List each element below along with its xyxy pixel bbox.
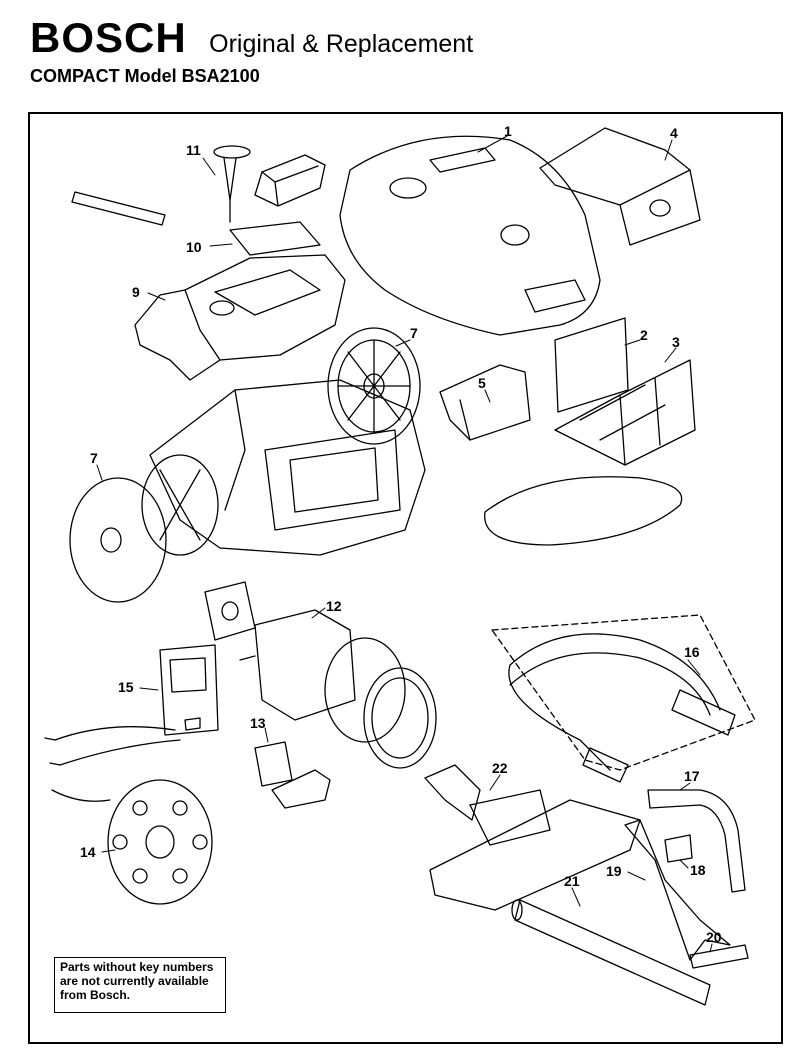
part-3-grid	[554, 359, 696, 466]
brand-logo: BOSCH	[30, 14, 187, 61]
callout-16: 16	[684, 644, 700, 660]
callout-19: 19	[606, 863, 622, 879]
part-gasket	[484, 476, 683, 546]
part-9-cover	[134, 254, 346, 381]
part-tray	[254, 154, 326, 207]
callout-3: 3	[672, 334, 680, 350]
callout-7-left: 7	[90, 450, 98, 466]
diagram-frame	[28, 112, 783, 1044]
header: BOSCH Original & Replacement	[30, 14, 473, 62]
part-12-motor	[239, 609, 437, 769]
part-14-cord-reel	[51, 779, 213, 905]
part-4-bag	[539, 127, 701, 246]
part-7-wheel-left	[69, 454, 219, 603]
callout-4: 4	[670, 125, 678, 141]
note-line-1: Parts without key numbers	[60, 960, 214, 974]
callout-1: 1	[504, 123, 512, 139]
callout-labels: 1 4 2 3 5 7 7 9 10 11 12 13 14 15 16 17 …	[80, 123, 722, 945]
part-strip	[71, 191, 166, 226]
part-15-switch	[44, 644, 219, 766]
note-line-2: are not currently available	[60, 974, 209, 988]
part-5-bracket	[439, 364, 531, 441]
part-22-floor-nozzle	[424, 764, 641, 911]
callout-14: 14	[80, 844, 96, 860]
part-13-latch	[254, 741, 331, 809]
callout-10: 10	[186, 239, 202, 255]
leader-lines	[96, 135, 713, 953]
callout-15: 15	[118, 679, 134, 695]
callout-20: 20	[706, 929, 722, 945]
callout-12: 12	[326, 598, 342, 614]
callout-17: 17	[684, 768, 700, 784]
part-plate	[204, 581, 256, 641]
part-19-crevice-tool	[624, 819, 731, 961]
part-1-top-housing	[339, 135, 601, 336]
part-20-strip	[689, 944, 749, 969]
part-2-sheet	[554, 317, 629, 413]
part-10-filter	[229, 221, 321, 256]
availability-note: Parts without key numbers are not curren…	[54, 957, 226, 1013]
callout-22: 22	[492, 760, 508, 776]
callout-9: 9	[132, 284, 140, 300]
callout-11: 11	[186, 142, 201, 158]
callout-21: 21	[564, 873, 580, 889]
model-title: COMPACT Model BSA2100	[30, 66, 260, 86]
part-11-knob	[213, 145, 251, 223]
callout-7-right: 7	[410, 325, 418, 341]
part-16-hose	[491, 614, 756, 783]
callout-13: 13	[250, 715, 266, 731]
part-17-wand	[647, 789, 746, 893]
note-line-3: from Bosch.	[60, 988, 131, 1002]
tagline: Original & Replacement	[209, 30, 474, 58]
part-18-clip	[664, 834, 693, 863]
callout-5: 5	[478, 375, 486, 391]
part-21-tube	[511, 899, 711, 1006]
part-chassis	[149, 379, 426, 556]
part-7-wheel-right	[327, 327, 421, 445]
callout-18: 18	[690, 862, 706, 878]
callout-2: 2	[640, 327, 648, 343]
